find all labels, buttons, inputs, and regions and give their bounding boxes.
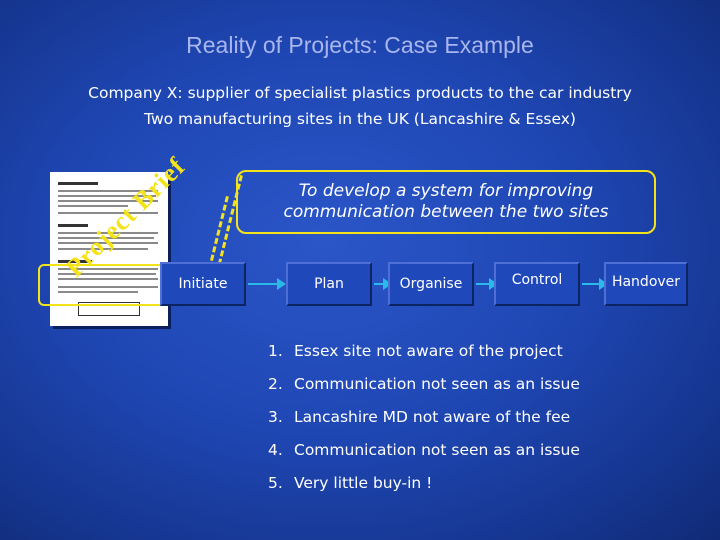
arrow-right-icon <box>374 278 392 290</box>
item-number: 4. <box>268 441 283 459</box>
stage-label: Plan <box>314 276 344 292</box>
list-item: 2. Communication not seen as an issue <box>268 375 580 408</box>
arrow-right-icon <box>476 278 498 290</box>
item-text: Essex site not aware of the project <box>294 342 563 360</box>
stage-label: Initiate <box>178 276 228 292</box>
stage-label: Handover <box>611 274 681 290</box>
stage-label: Control <box>511 272 563 288</box>
slide-title: Reality of Projects: Case Example <box>186 32 534 58</box>
item-text: Very little buy-in ! <box>294 474 433 492</box>
list-item: 5. Very little buy-in ! <box>268 474 580 507</box>
item-text: Communication not seen as an issue <box>294 375 580 393</box>
issues-list: 1. Essex site not aware of the project 2.… <box>268 342 580 507</box>
arrow-right-icon <box>248 278 286 290</box>
item-number: 5. <box>268 474 283 492</box>
item-number: 2. <box>268 375 283 393</box>
sites-description: Two manufacturing sites in the UK (Lanca… <box>144 110 576 128</box>
arrow-right-icon <box>582 278 608 290</box>
item-text: Lancashire MD not aware of the fee <box>294 408 571 426</box>
list-item: 1. Essex site not aware of the project <box>268 342 580 375</box>
stage-handover: Handover <box>604 262 688 306</box>
item-number: 3. <box>268 408 283 426</box>
brief-highlight-outline <box>38 264 177 306</box>
stage-plan: Plan <box>286 262 372 306</box>
stage-label: Organise <box>399 276 463 292</box>
project-objective-box: To develop a system for improving commun… <box>236 170 656 234</box>
stage-control: Control <box>494 262 580 306</box>
list-item: 3. Lancashire MD not aware of the fee <box>268 408 580 441</box>
stage-organise: Organise <box>388 262 474 306</box>
project-objective-text: To develop a system for improving commun… <box>283 181 609 222</box>
item-text: Communication not seen as an issue <box>294 441 580 459</box>
item-number: 1. <box>268 342 283 360</box>
project-brief-document <box>50 172 168 326</box>
stage-initiate: Initiate <box>160 262 246 306</box>
company-description: Company X: supplier of specialist plasti… <box>88 84 632 102</box>
list-item: 4. Communication not seen as an issue <box>268 441 580 474</box>
